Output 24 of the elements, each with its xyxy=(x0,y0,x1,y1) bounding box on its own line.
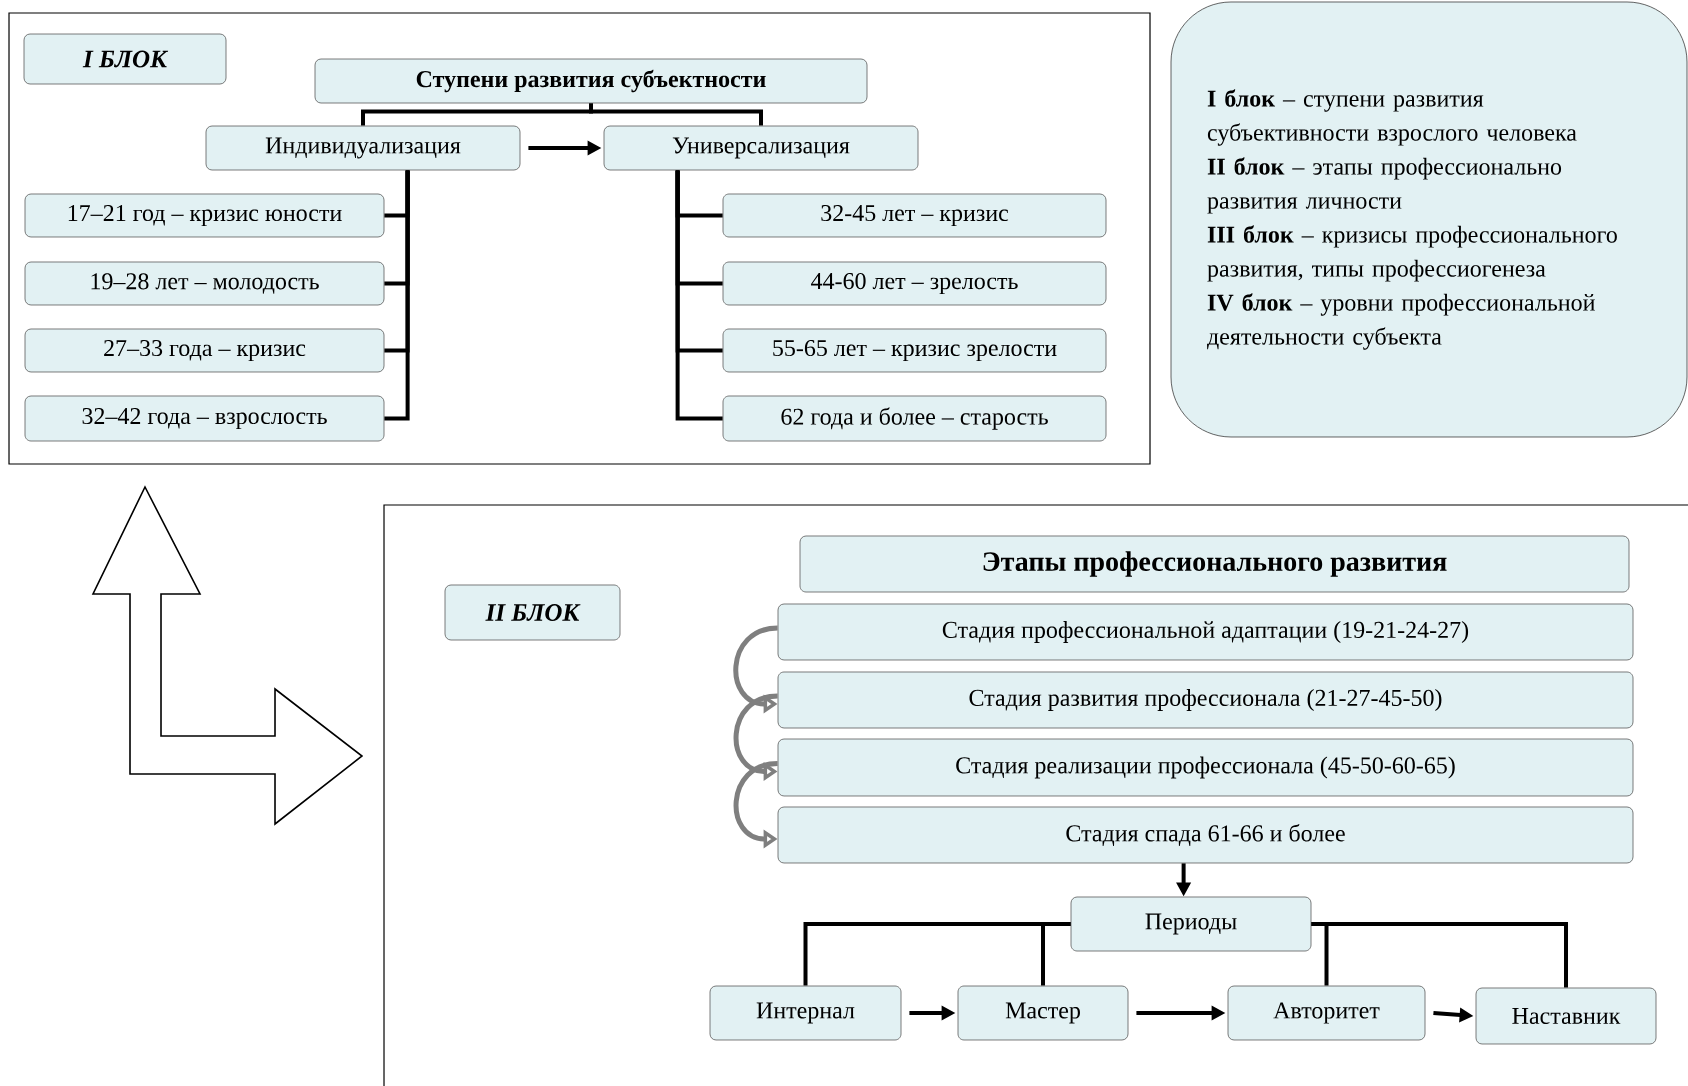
stage-box: 27–33 года – кризис xyxy=(24,328,385,373)
note-box: I блок – ступени развития субъективности взрослого человека II блок – этапы профессионально развития личности III блок – кризисы профессионального развития, типы профессиогенеза IV блок – уровни профессиональной деятельности субъекта xyxy=(1170,1,1688,438)
stage-box: Стадия спада 61-66 и более xyxy=(777,806,1634,864)
stage-box: 62 года и более – старость xyxy=(722,395,1107,442)
block-label-box: I БЛОК xyxy=(23,33,227,85)
stage-box: Стадия реализации профессионала (45-50-60-65) xyxy=(777,738,1634,797)
stage-box: Авторитет xyxy=(1227,985,1426,1041)
stage-box: 32-45 лет – кризис xyxy=(722,193,1107,238)
stage-box: Наставник xyxy=(1475,987,1657,1045)
heading-box: Ступени развития субъектности xyxy=(314,58,868,104)
stage-box: 19–28 лет – молодость xyxy=(24,261,385,306)
stage-box: 17–21 год – кризис юности xyxy=(24,193,385,238)
stage-box: Мастер xyxy=(957,985,1129,1041)
stage-box: 32–42 года – взрослость xyxy=(24,395,385,442)
stage-box: Интернал xyxy=(709,985,902,1041)
stage-box: Периоды xyxy=(1070,896,1312,952)
stage-box: 44-60 лет – зрелость xyxy=(722,261,1107,306)
stage-box: Стадия профессиональной адаптации (19-21-24-27) xyxy=(777,603,1634,661)
stage-box: 55-65 лет – кризис зрелости xyxy=(722,328,1107,373)
stage-box: Индивидуализация xyxy=(205,125,521,171)
stage-box: Стадия развития профессионала (21-27-45-50) xyxy=(777,671,1634,729)
block-label-box: II БЛОК xyxy=(444,584,621,641)
stage-box: Универсализация xyxy=(603,125,919,171)
heading-box: Этапы профессионального развития xyxy=(799,535,1630,593)
